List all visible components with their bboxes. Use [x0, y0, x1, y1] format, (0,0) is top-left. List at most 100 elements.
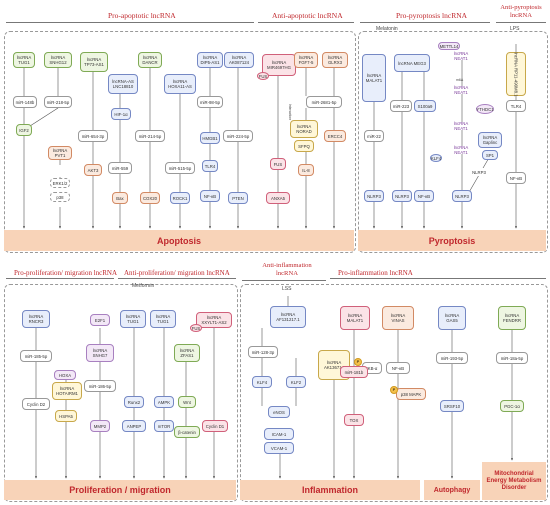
node-e2f1: E2F1 — [90, 314, 110, 326]
node-lnc18810: lncRNA-AS LNC18810 — [108, 74, 138, 94]
node-mir515: miR-515-5p — [165, 162, 195, 174]
node-nlrp3-c: NLRP3 — [392, 190, 412, 202]
node-wnt: Wnt — [178, 396, 196, 408]
node-tlr4-pyro: TLR4 — [506, 100, 526, 112]
node-bax: Bax — [112, 192, 128, 204]
node-anpep: ANPEP — [122, 420, 146, 432]
node-klf4-inf: KLF4 — [252, 376, 272, 388]
node-mir128: miR-128-3p — [248, 346, 278, 358]
node-meg3: lncRNA MEG3 — [394, 54, 430, 72]
node-p38-inf: p38 MAPK — [396, 388, 426, 400]
node-tox: TOX — [344, 414, 364, 426]
node-tp73: lncRNA TP73-AS1 — [80, 52, 108, 72]
node-s100a9: S100a9 — [414, 100, 436, 112]
node-icam: ICAM-1 — [264, 428, 294, 440]
node-rp11: lncRNA RP11-490M8.1 — [506, 52, 526, 96]
node-klf4: KLF4 — [430, 154, 442, 162]
node-af131217: lncRNA AF131217.1 — [270, 306, 306, 328]
node-neat1-d: lncRNA NEAT1 — [446, 145, 476, 155]
node-hmgb1: HMGB1 — [200, 132, 220, 144]
node-tlr4: TLR4 — [202, 160, 218, 172]
interaction-label: Interaction — [288, 103, 293, 121]
node-sp1: SP1 — [482, 150, 498, 160]
lss-label: LSS — [282, 286, 292, 292]
node-ercc4: ERCC4 — [324, 130, 346, 142]
node-neat1-b: lncRNA NEAT1 — [446, 85, 476, 95]
node-mir224: miR-224-5p — [223, 130, 253, 142]
node-hoxa11: lncRNA HOXA11-AS — [164, 74, 196, 94]
node-nfkb-pyro: NF-κB — [414, 190, 434, 202]
node-anxa5: ANXA5 — [266, 192, 290, 204]
node-malat1-inf: lncRNA MALAT1 — [340, 306, 370, 330]
node-mir4697: lncRNA MIR4697HG — [262, 54, 296, 76]
node-hotairm1: lncRNA HOTAIRM1 — [52, 382, 82, 400]
node-mir185: miR-185-5p — [20, 350, 52, 362]
node-malat1: lncRNA MALAT1 — [362, 54, 386, 102]
node-mir18a: miR-18a-5p — [496, 352, 528, 364]
m6a-label: m6A — [456, 78, 464, 82]
node-mir559: miR-559 — [108, 162, 132, 174]
header-pro-proliferation: Pro-proliferation/ migration lncRNA — [14, 269, 118, 277]
node-nlrp3-b: NLRP3 — [364, 190, 384, 202]
node-hoxa: HOXA — [54, 370, 76, 380]
header-pro-apoptotic: Pro-apoptotic lncRNA — [108, 11, 176, 20]
node-nfkb-pyro-2: NF-κB — [506, 172, 526, 184]
node-hif: HIF-1α — [111, 108, 131, 120]
pyroptosis-bar: Pyroptosis — [358, 230, 546, 251]
node-nlrp3-a: NLRP3 — [470, 168, 488, 176]
node-tug1-a: lncRNA TUG1 — [120, 310, 146, 328]
node-neat1-a: lncRNA NEAT1 — [446, 51, 476, 61]
node-mir186: miR-186-5p — [84, 380, 116, 392]
node-rp11-label: lncRNA RP11-490M8.1 — [513, 51, 519, 97]
header-anti-inflammation: Anti-inflammation lncRNA — [262, 262, 312, 277]
header-anti-pyroptosis: Anti-pyroptosis lncRNA — [500, 4, 542, 19]
node-ak136714: lncRNA AK136714 — [318, 350, 350, 380]
node-pgc1a: PGC-1α — [500, 400, 524, 412]
node-fgf7: lncRNA FGF7-5 — [294, 52, 318, 68]
node-mir214: miR-214-5p — [135, 130, 165, 142]
lps-label: LPS — [510, 26, 520, 32]
node-nfkb: NF-κB — [200, 190, 220, 202]
node-bcat: β-catenin — [174, 426, 200, 438]
proliferation-bar: Proliferation / migration — [4, 480, 236, 500]
node-mir22: miR-22 — [364, 130, 384, 142]
node-vcam: VCAM-1 — [264, 442, 294, 454]
node-mmp2: MMP2 — [90, 420, 110, 432]
node-fus-prolif: FUS — [190, 324, 202, 332]
node-rncr3: lncRNA RNCR3 — [22, 310, 50, 328]
node-zfas1: lncRNA ZFAS1 — [174, 344, 200, 362]
node-cyclind2: Cyclin D2 — [22, 398, 50, 410]
autophagy-bar: Autophagy — [424, 480, 480, 500]
node-akt3: AKT3 — [84, 164, 102, 176]
node-gas5: lncRNA GAS5 — [438, 306, 466, 330]
header-pro-inflammation: Pro-inflammation lncRNA — [338, 269, 413, 277]
node-snhg7: lncRNA SNHG7 — [86, 344, 114, 362]
header-anti-proliferation: Anti-proliferation/ migration lncRNA — [124, 269, 230, 277]
node-il8: IL-8 — [298, 164, 314, 176]
inflammation-bar: Inflammation — [240, 480, 420, 500]
node-tug1: lncRNA TUG1 — [13, 52, 35, 68]
node-enos: eNOS — [268, 406, 290, 418]
node-pten: PTEN — [228, 192, 248, 204]
node-snhg12: lncRNA SNHG12 — [44, 52, 72, 68]
node-glrx3: lncRNA GLRX3 — [322, 52, 348, 68]
node-cox20: COX20 — [140, 192, 160, 204]
node-mir181: miR-181b — [340, 366, 368, 378]
node-vinas: lncRNA VINAS — [382, 306, 414, 330]
node-erk: ERK1/2 — [50, 178, 70, 188]
node-sfpq: SFPQ — [294, 140, 314, 152]
node-pvt1: lncRNA PVT1 — [48, 146, 72, 160]
node-mettl14: METTL14 — [438, 42, 460, 50]
node-dancr: lncRNA DANCR — [138, 52, 162, 68]
header-pro-pyroptosis: Pro-pyroptosis lncRNA — [396, 11, 468, 20]
node-nfkb-inf: NF-κB — [386, 362, 410, 374]
node-xxylt1: lncRNA XXYLT1-AS2 — [196, 312, 232, 328]
apoptosis-bar: Apoptosis — [4, 230, 354, 251]
node-ak087124: lncRNA AK087124 — [224, 52, 254, 68]
node-ampk: AMPK — [154, 396, 174, 408]
node-runx2: Runx2 — [124, 396, 144, 408]
node-mir2681: miR-2681-5p — [306, 96, 342, 108]
node-igf2: IGF2 — [16, 124, 32, 136]
header-anti-apoptotic: Anti-apoptotic lncRNA — [272, 11, 343, 20]
